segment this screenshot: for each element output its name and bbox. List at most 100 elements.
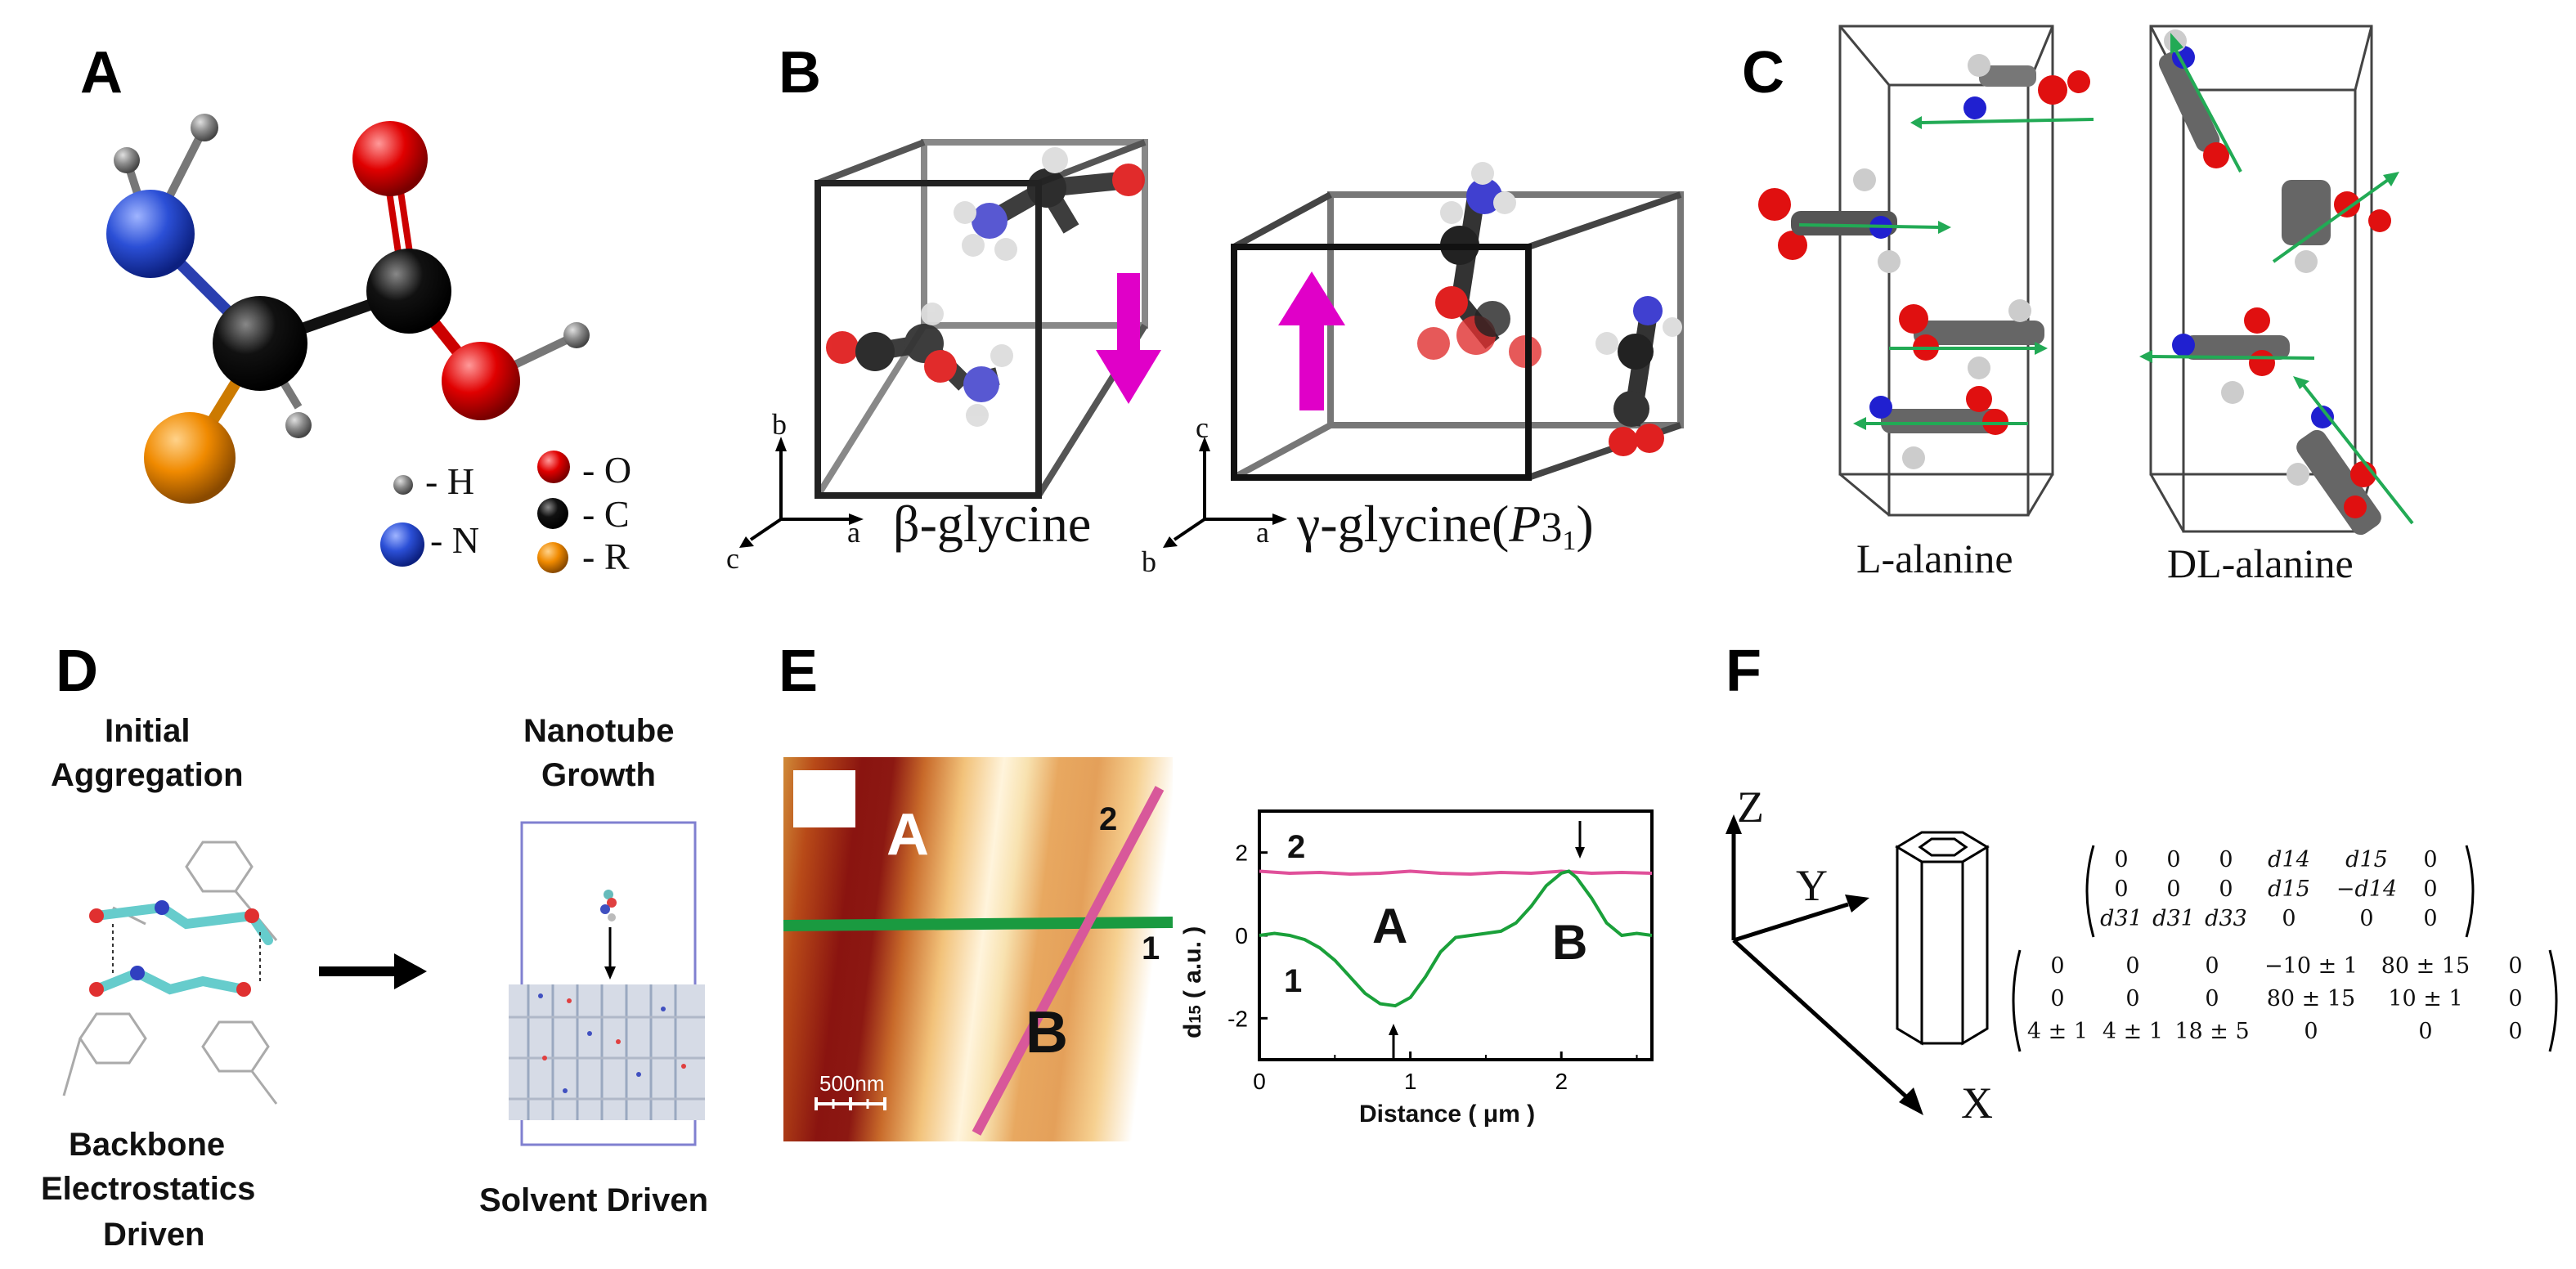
y-tick-label: 2 bbox=[1235, 841, 1248, 866]
beta-glycine-cell bbox=[815, 139, 1161, 499]
legend-h-label: - H bbox=[425, 460, 475, 502]
panel-e-letter: E bbox=[779, 639, 819, 704]
beta-glycine-caption: β-glycine bbox=[893, 495, 1092, 553]
matrix-1-cell: 0 bbox=[2423, 847, 2438, 872]
dl-alanine-caption: DL-alanine bbox=[2167, 540, 2354, 586]
matrix-1-left-bracket bbox=[2085, 845, 2095, 938]
panel-f-letter: F bbox=[1726, 639, 1761, 704]
matrix-2-cell: 80 ± 15 bbox=[2266, 986, 2356, 1011]
matrix-1-cell: 0 bbox=[2166, 847, 2181, 872]
matrix-1-cell: 0 bbox=[2423, 877, 2438, 902]
panel-a-molecule bbox=[106, 114, 590, 504]
series-line-1 bbox=[1259, 869, 1653, 1008]
gamma-axis-b: b bbox=[1142, 545, 1156, 578]
legend-o-label: - O bbox=[582, 449, 632, 491]
nanotube-growth-line1: Nanotube bbox=[523, 713, 675, 749]
initial-aggregation-line1: Initial bbox=[105, 713, 191, 749]
gamma-axis-a: a bbox=[1256, 516, 1269, 549]
nanotube-growth-line2: Growth bbox=[541, 757, 656, 793]
afm-region-a: A bbox=[886, 802, 929, 868]
coordinate-axes bbox=[1726, 814, 1923, 1115]
x-tick-label: 2 bbox=[1555, 1069, 1568, 1094]
panel-b-letter: B bbox=[779, 40, 821, 105]
arrow-down-marker-icon bbox=[1575, 821, 1585, 859]
matrix-2-right-bracket bbox=[2548, 949, 2558, 1052]
matrix-1-cell: 0 bbox=[2114, 877, 2129, 902]
plot-line-2-label: 2 bbox=[1287, 829, 1306, 865]
matrix-1-cell: d33 bbox=[2205, 906, 2247, 931]
matrix-2-cell: 0 bbox=[2125, 953, 2140, 979]
matrix-2-cell: 0 bbox=[2050, 986, 2065, 1011]
series-line-2 bbox=[1259, 869, 1653, 877]
plot-region-a: A bbox=[1372, 899, 1408, 953]
l-alanine-caption: L-alanine bbox=[1856, 536, 2013, 581]
matrix-1-cell: d15 bbox=[2268, 877, 2310, 902]
matrix-2-cell: 0 bbox=[2418, 1019, 2433, 1044]
matrix-2-cell: 0 bbox=[2304, 1019, 2318, 1044]
axis-y-label: Y bbox=[1796, 861, 1828, 910]
panel-d-letter: D bbox=[56, 639, 98, 704]
legend-n-icon bbox=[380, 522, 424, 567]
height-profile-chart: 0 1 2 2 0 -2 bbox=[1227, 809, 1654, 1094]
legend-o-icon bbox=[537, 451, 570, 483]
matrix-1-cell: 0 bbox=[2359, 906, 2374, 931]
matrix-2-cell: 0 bbox=[2508, 1019, 2523, 1044]
matrix-2-cell: 4 ± 1 bbox=[2102, 1019, 2164, 1044]
legend-r-icon bbox=[537, 542, 568, 573]
x-tick-label: 1 bbox=[1404, 1069, 1417, 1094]
panel-c-letter: C bbox=[1742, 40, 1784, 105]
afm-scale-bar-label: 500nm bbox=[819, 1071, 885, 1096]
beta-axes bbox=[739, 437, 864, 548]
initial-aggregation-structure bbox=[62, 841, 278, 1105]
plot-xlabel: Distance ( μm ) bbox=[1359, 1101, 1536, 1128]
afm-map bbox=[783, 757, 1174, 1141]
matrix-2-cell: 0 bbox=[2205, 986, 2219, 1011]
beta-axis-b: b bbox=[772, 408, 787, 441]
matrix-2-cell: 10 ± 1 bbox=[2388, 986, 2463, 1011]
y-tick-label: 0 bbox=[1235, 923, 1248, 948]
gamma-caption-sub: 3 bbox=[1541, 504, 1563, 551]
matrix-2-cell: 4 ± 1 bbox=[2026, 1019, 2089, 1044]
gamma-axes bbox=[1163, 437, 1287, 548]
solvent-driven-label: Solvent Driven bbox=[479, 1182, 709, 1218]
ylabel-unit: ( a.u. ) bbox=[1179, 926, 1206, 1006]
matrix-1-cell: −d14 bbox=[2336, 877, 2398, 902]
matrix-2-cell: 0 bbox=[2050, 953, 2065, 979]
legend-r-label: - R bbox=[582, 536, 630, 577]
matrix-1-cell: 0 bbox=[2219, 847, 2233, 872]
gamma-glycine-cell bbox=[1231, 162, 1684, 481]
hexagonal-nanotube bbox=[1895, 831, 1990, 1046]
matrix-2-cell: 0 bbox=[2205, 953, 2219, 979]
gamma-caption-main: γ-glycine( bbox=[1297, 495, 1510, 553]
d-arrow-icon bbox=[319, 953, 427, 989]
plot-ylabel: d15 ( a.u. ) bbox=[1179, 926, 1207, 1038]
afm-line-1-label: 1 bbox=[1142, 930, 1160, 966]
nanotube-growth-box bbox=[509, 821, 705, 1146]
backbone-line3: Driven bbox=[103, 1217, 205, 1253]
matrix-2-left-bracket bbox=[2012, 949, 2022, 1052]
matrix-1-cell: d14 bbox=[2268, 847, 2310, 872]
matrix-1-right-bracket bbox=[2465, 845, 2475, 938]
matrix-2-cell: 0 bbox=[2508, 986, 2523, 1011]
matrix-1-cell: 0 bbox=[2219, 877, 2233, 902]
axis-x-label: X bbox=[1961, 1078, 1993, 1128]
legend-h-icon bbox=[393, 475, 413, 495]
gamma-glycine-caption: γ-glycine(P31) bbox=[1297, 494, 1594, 557]
beta-axis-c: c bbox=[726, 542, 739, 575]
y-tick-label: -2 bbox=[1227, 1006, 1248, 1031]
legend-c-label: - C bbox=[582, 493, 630, 535]
matrix-1-cell: 0 bbox=[2423, 906, 2438, 931]
arrow-up-marker-icon bbox=[1389, 1024, 1398, 1061]
matrix-1-cell: d31 bbox=[2100, 906, 2143, 931]
x-tick-label: 0 bbox=[1253, 1069, 1266, 1094]
ylabel-main: d bbox=[1179, 1023, 1206, 1038]
matrix-1-cell: 0 bbox=[2114, 847, 2129, 872]
matrix-1-cell: d31 bbox=[2152, 906, 2195, 931]
matrix-2-cell: 0 bbox=[2508, 953, 2523, 979]
